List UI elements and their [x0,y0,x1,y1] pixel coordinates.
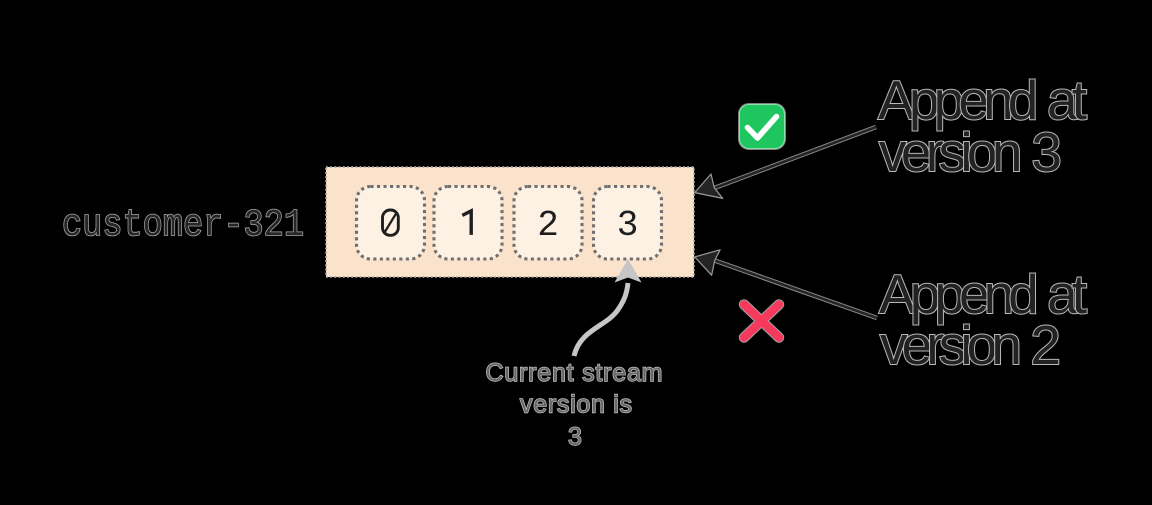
svg-text:3: 3 [568,423,582,451]
svg-text:Append at: Append at [879,263,1087,325]
svg-text:customer-321: customer-321 [62,204,304,247]
svg-text:3: 3 [617,205,639,246]
svg-text:version 3: version 3 [879,121,1062,183]
svg-text:Append at: Append at [878,69,1087,131]
svg-text:Current stream: Current stream [486,359,663,387]
svg-text:2: 2 [537,205,559,246]
svg-text:version is: version is [520,391,632,419]
svg-text:version 2: version 2 [880,314,1061,376]
